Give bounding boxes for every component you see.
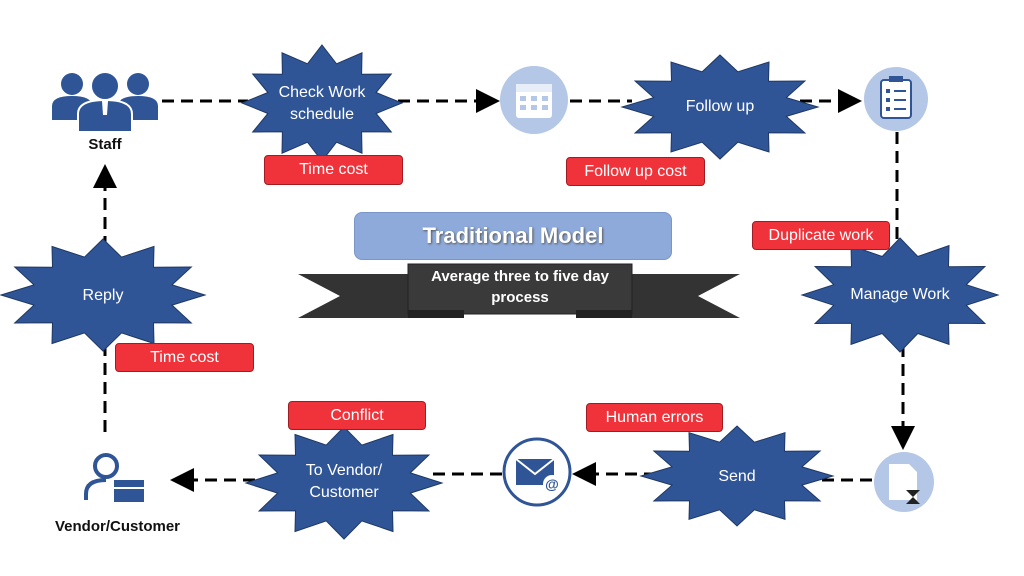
diagram-title: Traditional Model <box>354 212 672 260</box>
svg-text:@: @ <box>545 476 559 492</box>
email-at-icon: @ <box>502 437 572 507</box>
send-star <box>639 425 835 527</box>
to-vendor-customer-step: To Vendor/ Customer <box>305 462 383 501</box>
manage-work-star <box>800 237 1000 353</box>
time-cost-badge-reply: Time cost <box>115 343 254 372</box>
to-vendor-star <box>244 426 444 540</box>
follow-up-cost-badge: Follow up cost <box>566 157 705 186</box>
follow-up-step: Follow up <box>685 98 755 115</box>
manage-work-step: Manage Work <box>850 286 950 303</box>
banner-text: Average three to five day process <box>431 268 609 306</box>
send-step: Send <box>718 468 756 485</box>
time-cost-badge: Time cost <box>264 155 403 185</box>
document-hourglass-icon <box>874 452 934 512</box>
conflict-badge: Conflict <box>288 401 426 430</box>
human-errors-badge: Human errors <box>586 403 723 432</box>
check-work-schedule-step: Check Work schedule <box>278 84 366 123</box>
clipboard-checklist-icon <box>864 67 928 131</box>
staff-label: Staff <box>88 136 122 153</box>
reply-star <box>0 238 207 352</box>
vendor-customer-label: Vendor/Customer <box>54 518 181 535</box>
duplicate-work-badge: Duplicate work <box>752 221 890 250</box>
banner-ribbon <box>298 263 740 318</box>
reply-step: Reply <box>82 287 124 304</box>
vendor-customer-icon <box>84 453 144 502</box>
follow-up-star <box>620 54 820 160</box>
staff-group-icon <box>52 71 158 133</box>
calendar-icon <box>500 66 568 134</box>
